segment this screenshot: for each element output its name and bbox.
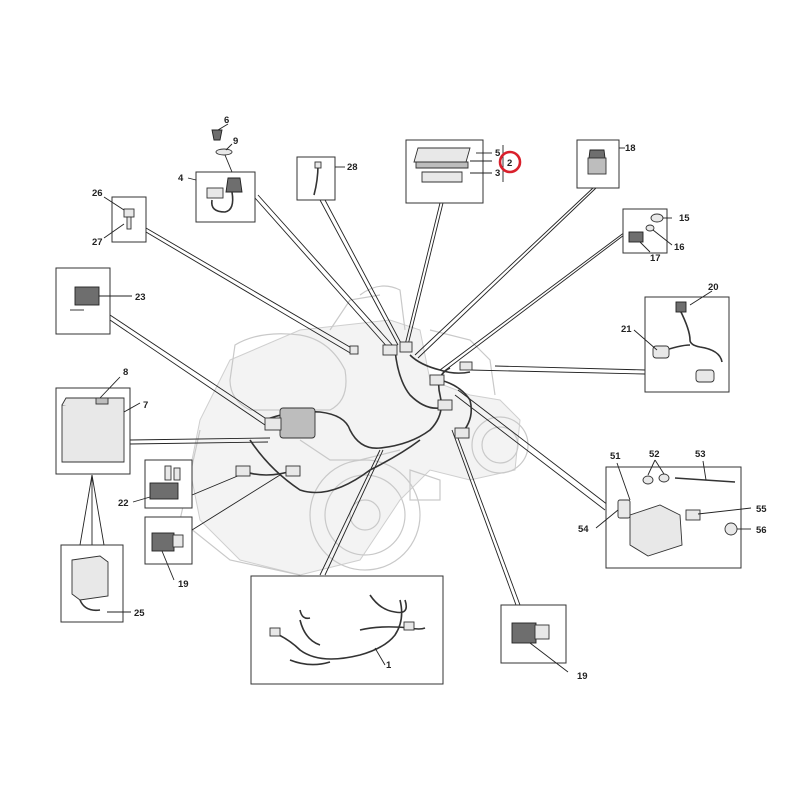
box-item-2	[405, 139, 504, 204]
callout-9: 9	[233, 136, 238, 147]
callout-56: 56	[756, 525, 767, 536]
box-relay-19-left	[144, 516, 193, 581]
callout-7: 7	[143, 400, 148, 411]
box-wire-28	[296, 156, 345, 201]
callout-5: 5	[495, 148, 501, 159]
box-charger-25	[60, 544, 131, 623]
callout-51: 51	[610, 451, 621, 462]
callout-21: 21	[621, 324, 632, 335]
callout-19-right: 19	[577, 671, 588, 682]
main-harness	[235, 341, 473, 494]
callout-55: 55	[756, 504, 767, 515]
callout-3: 3	[495, 168, 500, 179]
callout-54: 54	[578, 524, 589, 535]
tractor-outline	[179, 285, 529, 576]
callout-22: 22	[118, 498, 129, 509]
callout-16: 16	[674, 242, 685, 253]
callout-53: 53	[695, 449, 706, 460]
callout-23: 23	[135, 292, 146, 303]
box-harness-1	[250, 575, 444, 685]
callout-52: 52	[649, 449, 660, 460]
callout-19-left: 19	[178, 579, 189, 590]
box-battery-7-8	[55, 376, 141, 475]
box-bolt-26-27	[103, 196, 147, 243]
callout-labels: 1 2 3 4 5 6 7 8 9 15 16 17 18 19 19 20 2…	[92, 115, 767, 682]
box-switch-23	[55, 267, 132, 335]
callout-26: 26	[92, 188, 103, 199]
box-switch-18	[576, 139, 625, 189]
box-connectors-15-17	[622, 208, 673, 254]
callout-4: 4	[178, 173, 184, 184]
leader-wires	[79, 187, 646, 606]
callout-17: 17	[650, 253, 661, 264]
callout-28: 28	[347, 162, 358, 173]
selected-callout-ring[interactable]	[498, 150, 522, 174]
box-ignition-switch	[187, 123, 256, 223]
callout-25: 25	[134, 608, 145, 619]
box-relay-22	[132, 459, 193, 509]
callout-20: 20	[708, 282, 719, 293]
callout-27: 27	[92, 237, 103, 248]
callout-1: 1	[386, 660, 392, 671]
box-solenoid-51-56	[595, 459, 752, 569]
box-relay-19-right	[500, 604, 569, 673]
callout-2: 2	[507, 158, 512, 169]
box-lights-20-21	[633, 290, 730, 393]
callout-18: 18	[625, 143, 636, 154]
callout-6: 6	[224, 115, 229, 126]
callout-15: 15	[679, 213, 690, 224]
callout-8: 8	[123, 367, 128, 378]
